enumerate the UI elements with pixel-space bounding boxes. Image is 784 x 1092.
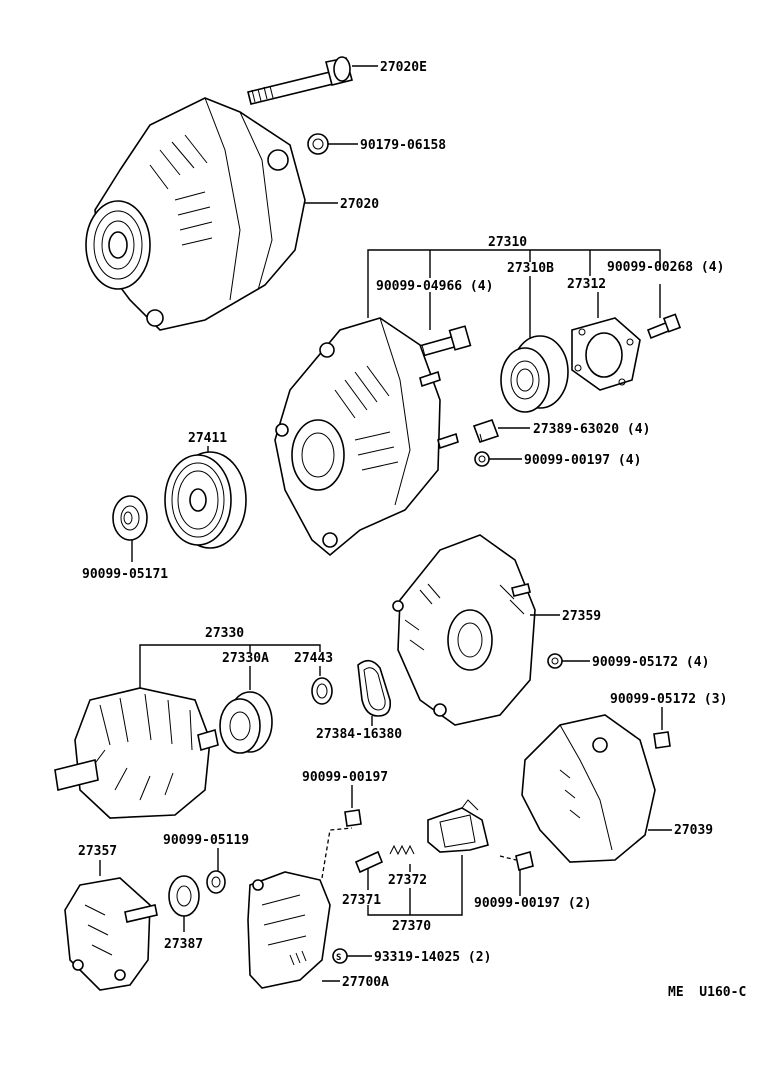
rectifier-end-frame-icon [392,534,536,726]
screw-icon [646,313,682,340]
through-bolt-icon [247,56,353,105]
pulley-nut-icon [112,495,148,541]
svg-text:S: S [336,953,341,963]
pulley-icon [164,451,247,549]
label-27312: 27312 [567,277,606,292]
label-90179-06158: 90179-06158 [360,138,446,153]
terminal-insulator-icon [472,418,500,444]
screw-icon: S [332,948,348,964]
brush-spring-icon [389,844,415,856]
label-27443: 27443 [294,651,333,666]
label-27700A: 27700A [342,975,389,990]
alternator-assembly-icon [85,97,306,331]
terminal-insulator-icon [168,875,200,917]
label-27387: 27387 [164,937,203,952]
label-90099-05172-4: 90099-05172 (4) [592,655,709,670]
label-93319-14025: 93319-14025 (2) [374,950,491,965]
label-90099-00197-2: 90099-00197 (2) [474,896,591,911]
drive-end-frame-icon [274,317,459,557]
small-nut-icon [474,451,490,467]
bearing-retainer-plate-icon [571,317,641,391]
small-nut-icon [344,809,362,827]
small-nut-icon [515,850,534,872]
label-27384-16380: 27384-16380 [316,727,402,742]
label-27020E: 27020E [380,60,427,75]
label-27370: 27370 [392,919,431,934]
label-27020: 27020 [340,197,379,212]
brush-holder-icon [427,799,489,853]
diagram-code: ME U160-C [668,985,746,1000]
rotor-icon [54,687,219,819]
label-90099-00197-4: 90099-00197 (4) [524,453,641,468]
washer-icon [311,677,333,705]
brush-icon [354,850,384,874]
label-27330A: 27330A [222,651,269,666]
label-90099-00197: 90099-00197 [302,770,388,785]
label-27310B: 27310B [507,261,554,276]
voltage-regulator-icon [247,871,331,989]
label-90099-00268: 90099-00268 (4) [607,260,724,275]
terminal-nut-icon [307,133,329,155]
label-27357: 27357 [78,844,117,859]
rectifier-holder-icon [64,877,158,991]
label-90099-05172-3: 90099-05172 (3) [610,692,727,707]
label-27039: 27039 [674,823,713,838]
label-90099-05119: 90099-05119 [163,833,249,848]
rear-cover-icon [521,714,656,863]
rear-bearing-icon [219,691,273,754]
label-90099-04966: 90099-04966 (4) [376,279,493,294]
nut-icon [653,731,671,749]
label-27359: 27359 [562,609,601,624]
label-27371: 27371 [342,893,381,908]
label-27389-63020: 27389-63020 (4) [533,422,650,437]
label-27330: 27330 [205,626,244,641]
label-27310: 27310 [488,235,527,250]
label-27411: 27411 [188,431,227,446]
label-27372: 27372 [388,873,427,888]
insulator-washer-icon [206,870,226,894]
seal-ring-icon [357,659,392,717]
bearing-icon [500,335,569,413]
label-90099-05171: 90099-05171 [82,567,168,582]
nut-icon [547,653,563,669]
